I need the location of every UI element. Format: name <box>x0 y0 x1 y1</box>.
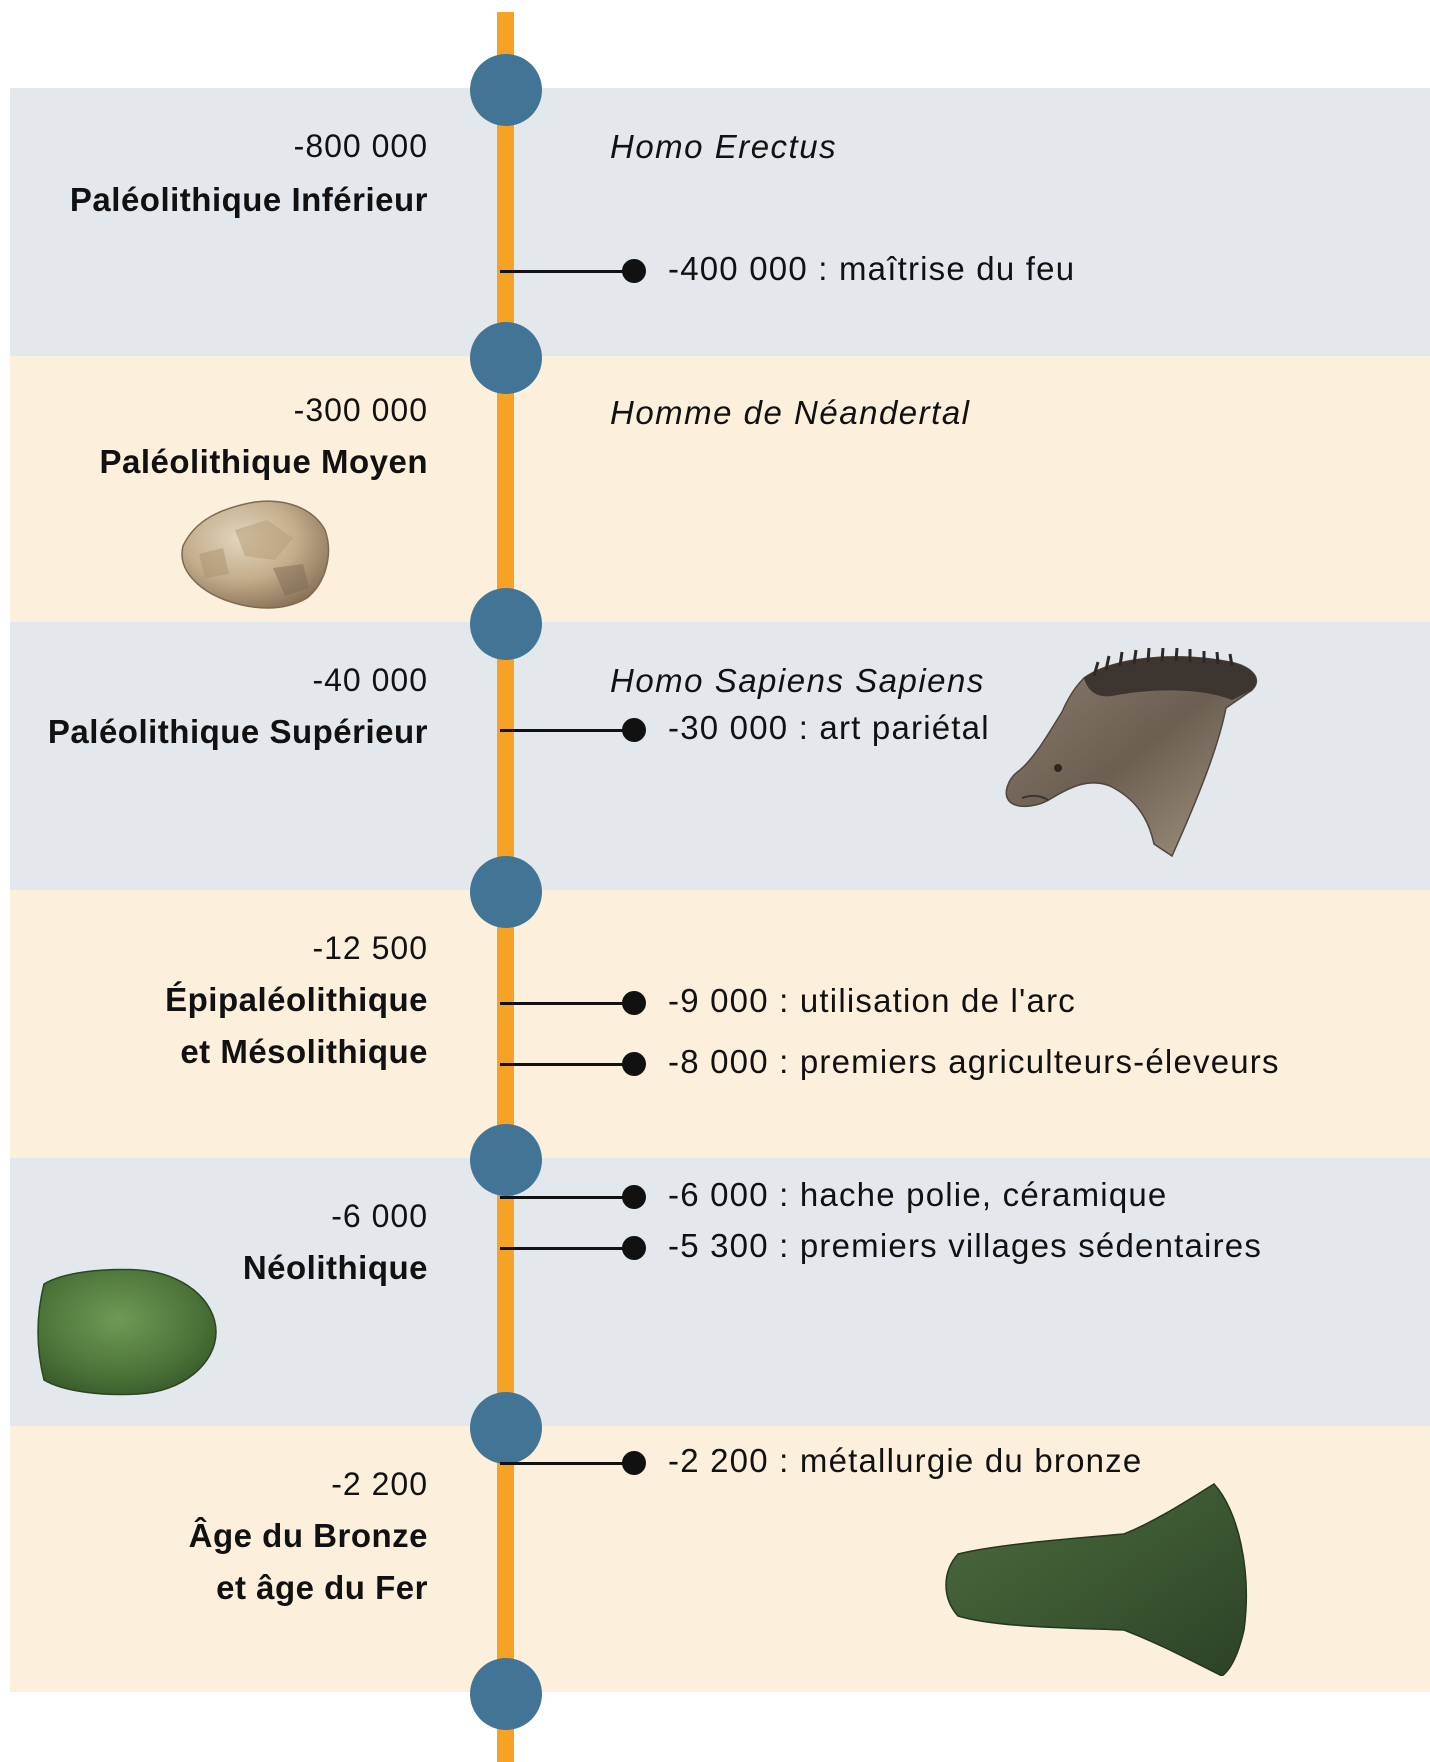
event-connector <box>500 1462 635 1465</box>
event-label: -2 200 : métallurgie du bronze <box>668 1442 1142 1480</box>
event-label: -30 000 : art pariétal <box>668 709 990 747</box>
era-name: Néolithique <box>243 1242 428 1294</box>
era-date: -40 000 <box>312 662 428 699</box>
event-connector <box>500 270 635 273</box>
era-name: et Mésolithique <box>180 1026 428 1078</box>
species-label: Homme de Néandertal <box>610 394 971 432</box>
era-name: et âge du Fer <box>216 1562 428 1614</box>
era-name: Paléolithique Supérieur <box>48 706 428 758</box>
event-marker <box>622 1052 646 1076</box>
event-connector <box>500 1063 635 1066</box>
era-name: Âge du Bronze <box>189 1510 428 1562</box>
event-connector <box>500 1247 635 1250</box>
event-marker <box>622 991 646 1015</box>
era-name: Épipaléolithique <box>165 974 428 1026</box>
era-node <box>470 1124 542 1196</box>
era-node <box>470 588 542 660</box>
era-date: -800 000 <box>294 128 428 165</box>
event-label: -8 000 : premiers agriculteurs-éleveurs <box>668 1043 1280 1081</box>
event-connector <box>500 1196 635 1199</box>
event-label: -9 000 : utilisation de l'arc <box>668 982 1076 1020</box>
era-node <box>470 1658 542 1730</box>
event-marker <box>622 1185 646 1209</box>
event-label: -400 000 : maîtrise du feu <box>668 250 1075 288</box>
era-node <box>470 54 542 126</box>
era-node <box>470 856 542 928</box>
era-node <box>470 1392 542 1464</box>
event-marker <box>622 1236 646 1260</box>
era-date: -6 000 <box>331 1198 428 1235</box>
species-label: Homo Erectus <box>610 128 837 166</box>
event-marker <box>622 1451 646 1475</box>
era-date: -2 200 <box>331 1466 428 1503</box>
era-date: -300 000 <box>294 392 428 429</box>
bronze-axe-icon <box>938 1480 1254 1676</box>
event-marker <box>622 718 646 742</box>
era-node <box>470 322 542 394</box>
event-label: -5 300 : premiers villages sédentaires <box>668 1227 1262 1265</box>
era-name: Paléolithique Moyen <box>99 436 428 488</box>
event-connector <box>500 729 635 732</box>
polished-axe-icon <box>34 1264 220 1400</box>
horse-head-painting-icon <box>1002 648 1264 866</box>
event-connector <box>500 1002 635 1005</box>
era-name: Paléolithique Inférieur <box>70 174 428 226</box>
era-date: -12 500 <box>312 930 428 967</box>
event-label: -6 000 : hache polie, céramique <box>668 1176 1168 1214</box>
species-label: Homo Sapiens Sapiens <box>610 662 985 700</box>
flint-stone-icon <box>175 490 335 615</box>
event-marker <box>622 259 646 283</box>
